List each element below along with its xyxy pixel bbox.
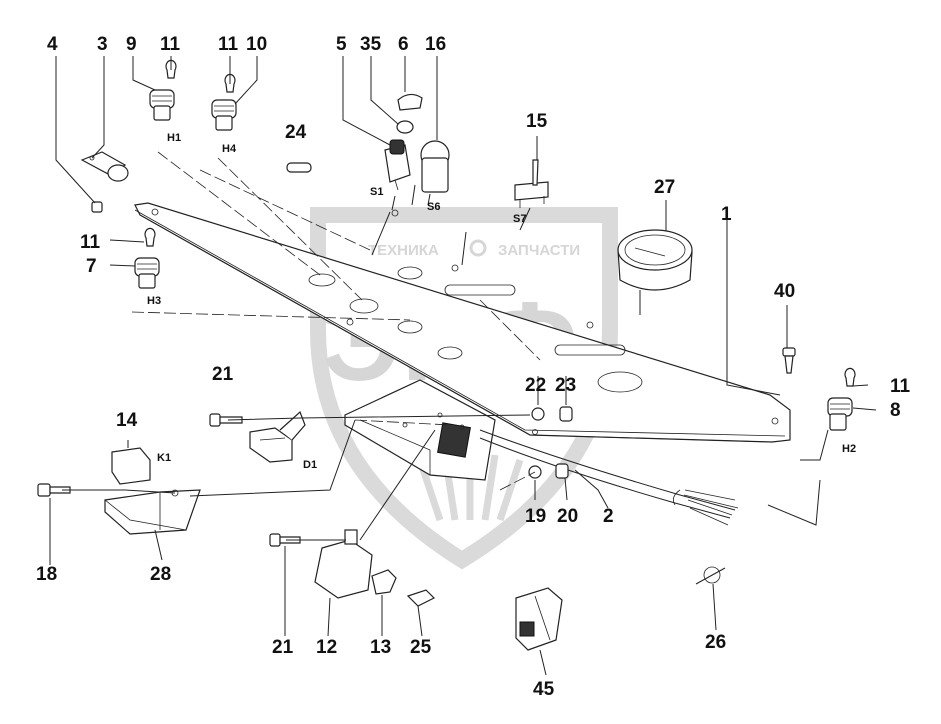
gear-icon (469, 239, 487, 257)
nut-part-23 (559, 406, 573, 422)
part-label-11-a: 11 (160, 34, 181, 55)
relay-part-12 (314, 529, 373, 599)
clip-part-25 (406, 589, 436, 607)
part-label-16: 16 (425, 34, 446, 55)
part-label-10: 10 (246, 34, 267, 55)
part-number-labels: 4 3 9 11 11 10 5 35 6 16 24 15 27 1 11 7… (36, 34, 911, 700)
watermark-text-right: ЗАПЧАСТИ (498, 242, 580, 259)
part-label-20: 20 (557, 506, 578, 527)
part-label-25: 25 (410, 637, 432, 658)
part-label-15: 15 (526, 111, 548, 132)
ref-label-h1: H1 (167, 132, 181, 144)
part-label-28: 28 (150, 564, 171, 585)
instrument-panel (134, 202, 791, 443)
connector-part-45 (515, 587, 563, 651)
nut-part-4 (91, 201, 103, 213)
washer-part-22 (531, 407, 545, 421)
dashed-lines (131, 151, 541, 491)
lamp-part-8 (827, 397, 853, 431)
ref-label-s1: S1 (370, 186, 383, 198)
part-label-26: 26 (705, 632, 726, 653)
part-label-22: 22 (525, 375, 546, 396)
diode-bracket (249, 410, 306, 463)
screw-part-18 (37, 483, 71, 497)
ref-label-h2: H2 (842, 443, 856, 455)
part-label-2: 2 (603, 506, 614, 527)
part-label-23: 23 (555, 375, 576, 396)
wheat-icon (416, 454, 524, 522)
toggle-switch-part-15 (514, 159, 549, 208)
fuse-part-24 (286, 162, 312, 173)
leader-lines (49, 56, 877, 676)
part-label-11-b: 11 (218, 34, 239, 55)
part-label-45: 45 (533, 679, 555, 700)
lamp-part-10 (211, 99, 237, 131)
fuse-holder-part-13 (371, 569, 397, 595)
ref-label-k1: K1 (157, 452, 171, 464)
screw-part-40 (782, 347, 796, 374)
part-label-3: 3 (97, 34, 108, 55)
bulb-part-11-d (844, 367, 856, 387)
part-label-40: 40 (774, 281, 795, 302)
part-label-7: 7 (86, 256, 97, 277)
part-label-6: 6 (398, 34, 409, 55)
holder-part-28 (104, 489, 201, 535)
knob-part-16 (420, 140, 450, 193)
part-label-27: 27 (654, 177, 675, 198)
lower-frame (344, 379, 496, 481)
part-label-18: 18 (36, 564, 57, 585)
part-label-24: 24 (285, 122, 307, 143)
part-label-21-a: 21 (212, 364, 234, 385)
part-label-12: 12 (316, 637, 337, 658)
part-label-14: 14 (116, 410, 138, 431)
relay-part-14 (111, 447, 151, 485)
part-label-8: 8 (890, 400, 901, 421)
bulb-part-11-c (144, 227, 156, 247)
wire-harness (479, 429, 739, 526)
cap-part-6 (397, 93, 423, 111)
gauge-part-27 (617, 229, 693, 291)
part-label-5: 5 (336, 34, 347, 55)
part-label-13: 13 (370, 637, 391, 658)
switch-part-5 (384, 139, 411, 191)
part-label-9: 9 (126, 34, 137, 55)
bracket-part-3 (80, 151, 129, 182)
part-label-11-c: 11 (80, 232, 101, 253)
part-label-21-b: 21 (272, 637, 294, 658)
ref-label-d1: D1 (303, 459, 317, 471)
part-label-4: 4 (47, 34, 58, 55)
ref-label-s6: S6 (427, 201, 440, 213)
nut-part-20 (555, 463, 569, 479)
lamp-part-7 (134, 257, 160, 289)
cap-part-35 (396, 120, 414, 134)
ref-label-h3: H3 (147, 295, 161, 307)
part-label-19: 19 (525, 506, 546, 527)
lamp-part-9 (149, 89, 175, 121)
watermark-text-left: ТЕХНИКА (368, 242, 439, 259)
cable-tie-part-26 (695, 566, 726, 585)
part-label-1: 1 (721, 204, 732, 225)
part-label-35: 35 (360, 34, 382, 55)
ref-label-h4: H4 (222, 143, 237, 155)
part-label-11-d: 11 (890, 376, 911, 397)
ref-label-s7: S7 (513, 213, 526, 225)
reference-labels: H1 H4 H3 H2 S1 S6 S7 K1 D1 (147, 132, 856, 471)
